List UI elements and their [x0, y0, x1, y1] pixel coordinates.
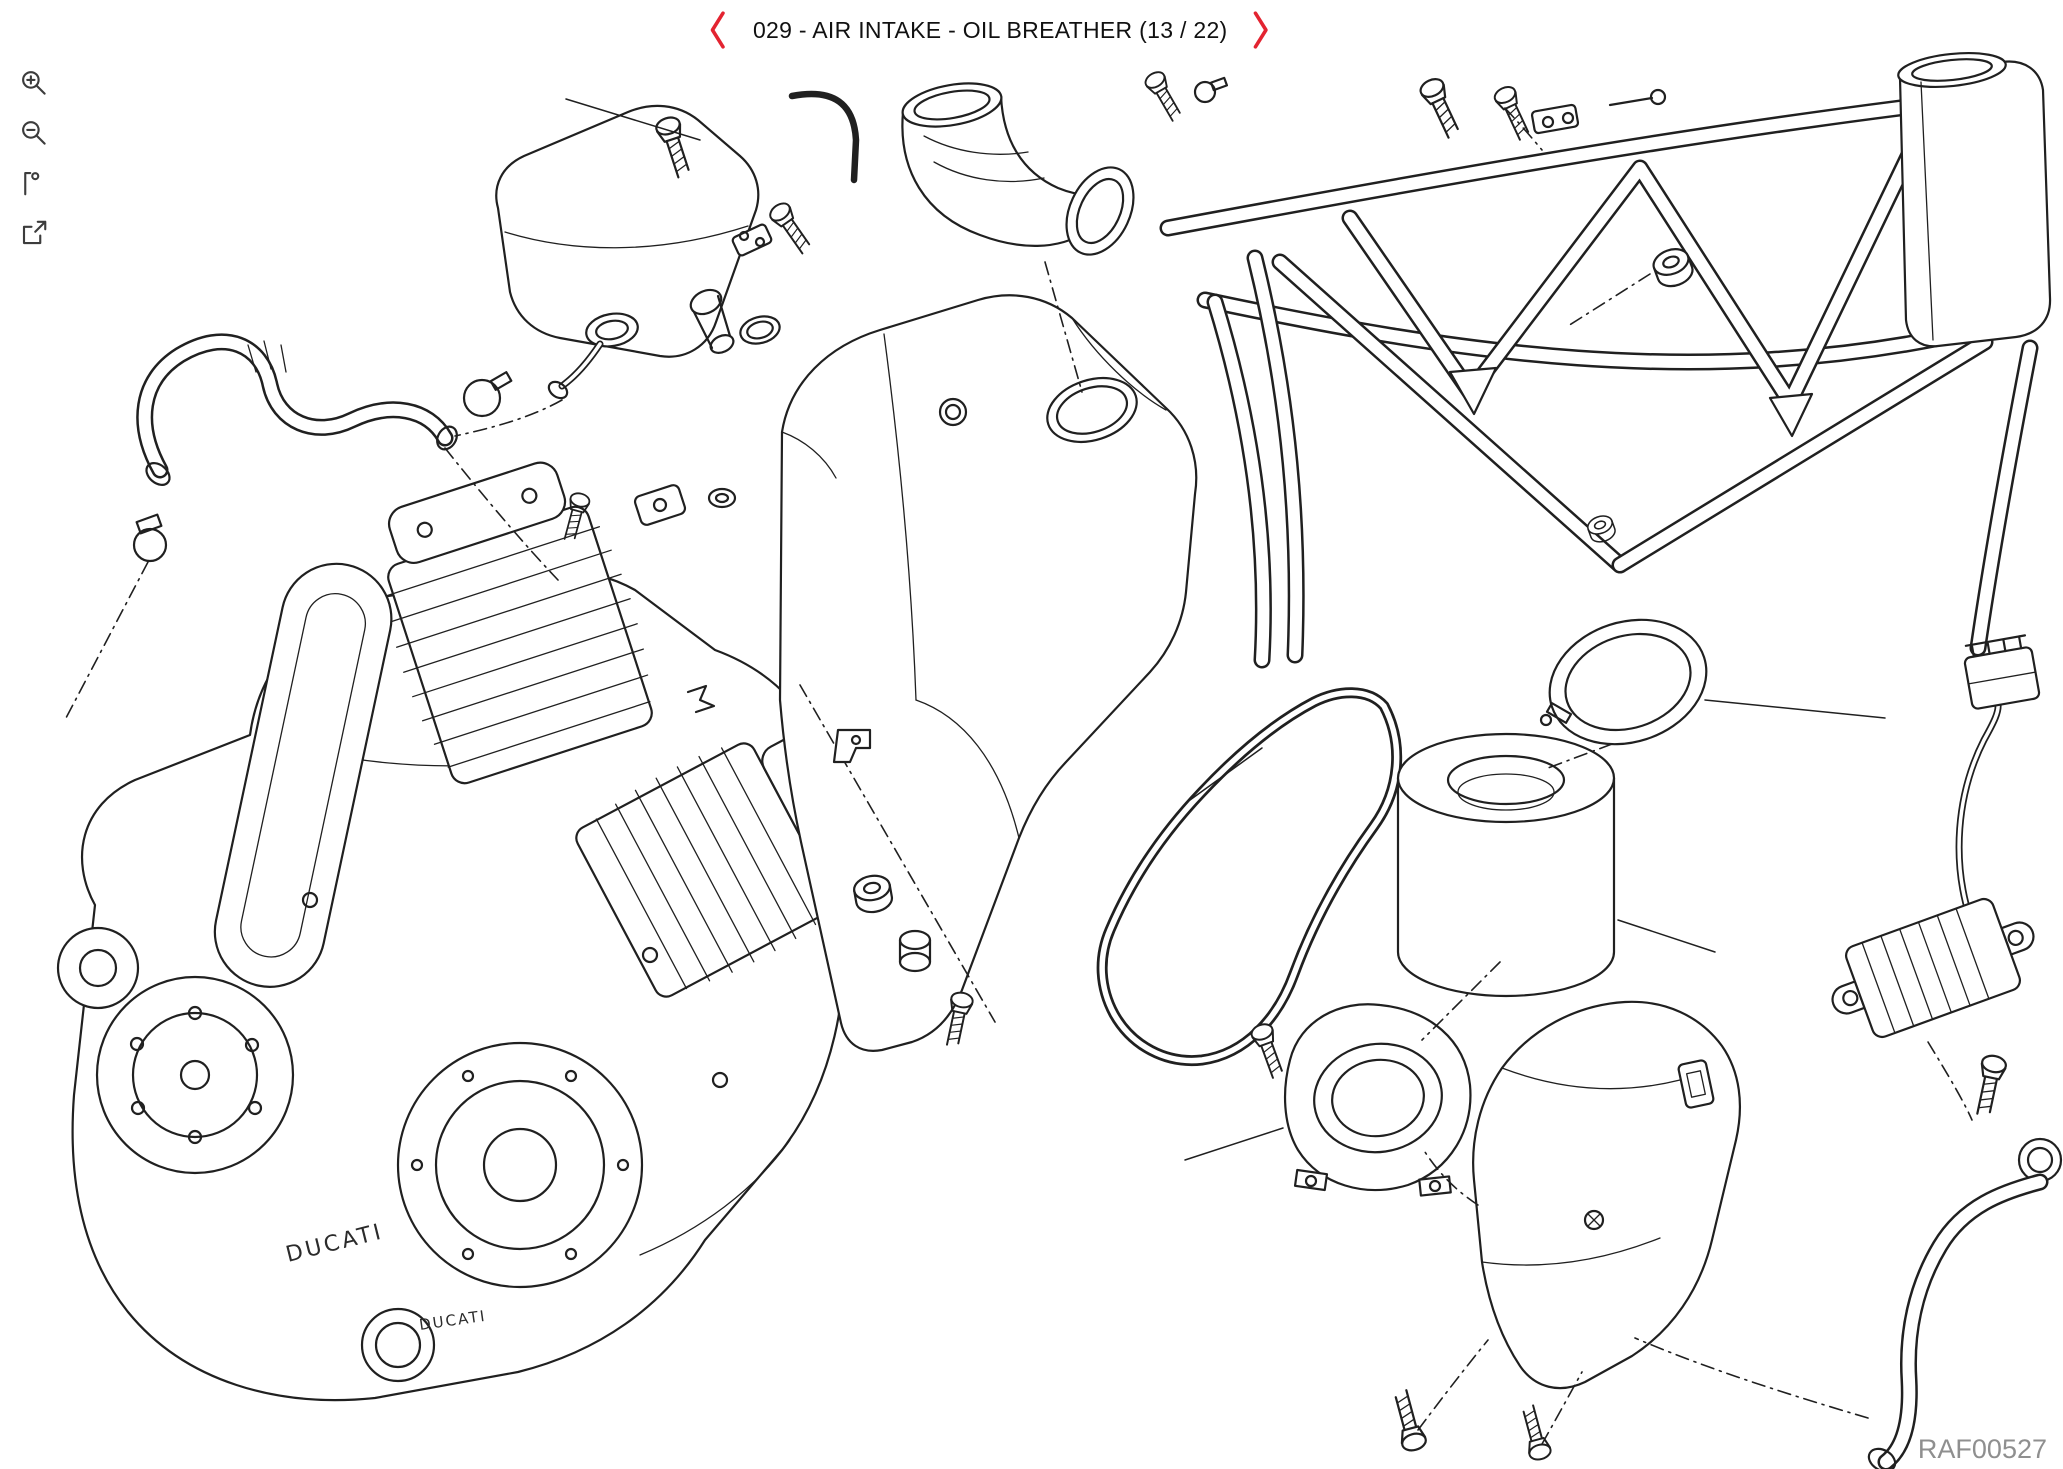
engine-clutch-cover: [396, 1041, 644, 1289]
leader-lines: [65, 98, 1973, 1445]
fastener-column: [799, 684, 996, 1050]
hose-clamp-2: [462, 371, 513, 418]
zoom-out-icon: [22, 121, 46, 145]
fullscreen-button[interactable]: [16, 216, 52, 252]
corner-mark: [788, 90, 860, 184]
frame-fasteners: [1141, 68, 1667, 143]
drain-hose: [1867, 1137, 2063, 1469]
filter-flange: [1248, 1003, 1472, 1197]
zoom-toolbar: [16, 66, 52, 252]
regulator-connector: [1963, 634, 2041, 710]
engine-vertical-cylinder: [385, 461, 653, 785]
breather-valve: [689, 288, 735, 354]
zoom-selection-button[interactable]: [16, 166, 52, 202]
hose-clamp: [132, 513, 168, 563]
clamp-ring: [1539, 618, 1708, 746]
chevron-left-icon: [710, 11, 725, 49]
frame-grommet: [1584, 243, 1698, 546]
tank-screw-2: [766, 198, 817, 258]
drawing-code: RAF00527: [1917, 1434, 2047, 1464]
breather-hose: [132, 333, 458, 563]
diagram-header: 029 - AIR INTAKE - OIL BREATHER (13 / 22…: [707, 8, 1274, 52]
voltage-regulator: [1831, 634, 2041, 1119]
filter-cover: [1472, 1000, 1741, 1390]
zoom-out-button[interactable]: [16, 116, 52, 152]
chevron-right-icon: [1253, 11, 1268, 49]
frame: [1141, 52, 2052, 669]
page-title: 029 - AIR INTAKE - OIL BREATHER (13 / 22…: [752, 16, 1228, 43]
engine: DUCATI DUCATI: [56, 461, 870, 1402]
zoom-selection-icon: [24, 171, 40, 196]
air-filter: [1396, 732, 1616, 998]
zoom-in-button[interactable]: [16, 66, 52, 102]
airbox-cover: [778, 294, 1198, 1052]
clip: [686, 684, 716, 714]
bottom-screws: [1387, 1387, 1554, 1463]
zoom-in-icon: [22, 71, 46, 95]
o-ring: [739, 315, 781, 345]
frame-headstock: [1897, 52, 2052, 348]
intake-duct: [901, 82, 1135, 256]
engine-belt-cover: [213, 562, 393, 988]
oil-breather-tank: [462, 104, 817, 418]
gasket: [1096, 687, 1403, 1067]
engine-alternator-cover: [95, 975, 295, 1175]
regulator-screw: [1970, 1052, 2009, 1119]
sensor-group: [559, 484, 737, 714]
flange-screw: [1248, 1020, 1290, 1081]
prev-page-button[interactable]: [707, 8, 731, 52]
fullscreen-icon: [22, 220, 47, 245]
mount-bracket: [832, 728, 872, 764]
tank-bracket: [731, 223, 773, 257]
next-page-button[interactable]: [1250, 8, 1274, 52]
